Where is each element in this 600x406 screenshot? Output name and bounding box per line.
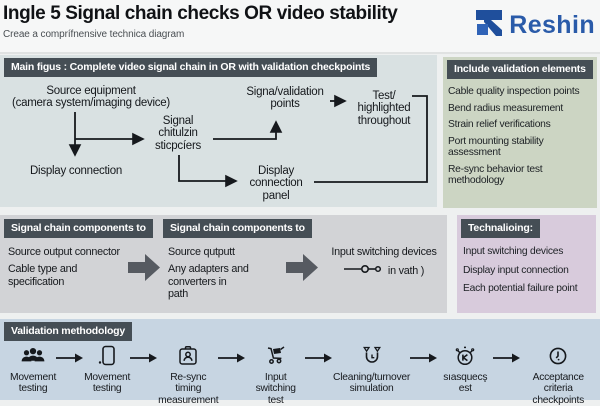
flow-node-source-equipment: Source equipment (camera system/imaging … (11, 85, 171, 110)
badge-icon (176, 342, 200, 369)
turnover-icon (360, 342, 384, 369)
list-item: Port mounting stability assessment (448, 135, 544, 159)
list-item: Source output connector (8, 246, 120, 258)
include-validation-panel: Include validation elements Cable qualit… (443, 57, 597, 208)
brand-logo-icon (474, 8, 504, 43)
validation-step: sıasquecş est (438, 342, 492, 395)
tech-heading: Technalioing: (461, 219, 540, 238)
validation-step: Acceptance criteria checkpoints (521, 342, 597, 406)
tech-list: Input switching devices Display input co… (463, 246, 593, 300)
flow-node-signal-validation-points: Signa/validation points (246, 86, 324, 111)
components-column-2: Source qutputt Any adapters and converte… (168, 246, 280, 305)
arrow-right-icon (492, 351, 521, 369)
list-item: Bend radius measurement (448, 102, 564, 114)
step-label: Movement testing (10, 372, 57, 395)
arrow-right-icon (130, 351, 158, 369)
clock-icon (546, 342, 570, 369)
include-validation-list: Cable quality inspection points Bend rad… (448, 86, 596, 192)
arrow-right-icon (305, 351, 333, 369)
flow-node-test-highlighted: Test/ highlighted throughout (357, 90, 411, 127)
cart-icon (264, 342, 288, 369)
include-validation-heading: Include validation elements (447, 60, 593, 79)
page-title: Ingle 5 Signal chain checks OR video sta… (3, 3, 398, 24)
input-switching-devices-label: Input switching devices (331, 246, 437, 258)
signal-chain-components-panel: Signal chain components to Signal chain … (0, 215, 447, 313)
big-arrow-right-icon (286, 254, 318, 286)
list-item: Re-sync behavior test methodology (448, 163, 543, 187)
stopwatch-icon (453, 342, 477, 369)
list-item: Input switching devices (463, 246, 564, 257)
list-item: Display input connection (463, 264, 569, 276)
flow-node-signal-chain: Signal chitulzin sticpcíers (154, 115, 202, 152)
step-label: sıasquecş est (443, 372, 488, 395)
device-icon (95, 342, 119, 369)
list-item: Source qutputt (168, 246, 235, 258)
validation-methodology-panel: Validation methodology Movement testing (0, 319, 600, 406)
validation-heading: Validation methodology (4, 322, 133, 341)
arrow-right-icon (410, 351, 438, 369)
step-label: Movement testing (84, 372, 131, 395)
validation-step: Movement testing (84, 342, 130, 395)
arrow-right-icon (56, 351, 84, 369)
validation-steps-row: Movement testing Movement testing (10, 342, 596, 406)
validation-step: Re-sync timing measurement (158, 342, 219, 406)
arrow-right-icon (218, 351, 246, 369)
tech-panel: Technalioing: Input switching devices Di… (457, 215, 596, 313)
brand-logo: Reshin (474, 8, 595, 43)
components-heading-2: Signal chain components to (163, 219, 312, 238)
main-flow-panel: Main figus : Complete video signal chain… (0, 55, 437, 207)
list-item: Each potential failure point (463, 283, 578, 295)
brand-name: Reshin (509, 11, 595, 39)
page-header: Ingle 5 Signal chain checks OR video sta… (0, 0, 600, 54)
components-column-1: Source output connector Cable type and s… (8, 246, 133, 293)
validation-step: Cleaning/turnover simulation (333, 342, 410, 395)
connector-note-label: in vath ) (387, 264, 425, 277)
step-label: Acceptance criteria checkpoints (532, 372, 585, 406)
page-subtitle: Creae a comprífnensive technica diagram (3, 29, 185, 40)
validation-step: Movement testing (10, 342, 56, 395)
step-label: Input switching test (255, 372, 296, 406)
main-flow-heading: Main figus : Complete video signal chain… (4, 58, 378, 77)
components-column-3: Input switching devices in vath ) (325, 246, 443, 277)
flow-node-display-connection-panel: Display connection panel (249, 165, 303, 202)
big-arrow-right-icon (128, 254, 160, 286)
cable-connector-icon (343, 264, 386, 277)
components-heading-1: Signal chain components to (4, 219, 153, 238)
flow-node-display-connection: Display connection (29, 165, 123, 177)
flow-connector-lines (68, 94, 428, 188)
step-label: Re-sync timing measurement (158, 372, 219, 406)
list-item: Any adapters and converters in path (168, 263, 249, 300)
list-item: Strain relief verifications (448, 119, 551, 131)
list-item: Cable type and specification (8, 263, 78, 288)
validation-step: Input switching test (246, 342, 305, 406)
step-label: Cleaning/turnover simulation (333, 372, 411, 395)
people-icon (20, 342, 46, 369)
list-item: Cable quality inspection points (448, 86, 580, 97)
